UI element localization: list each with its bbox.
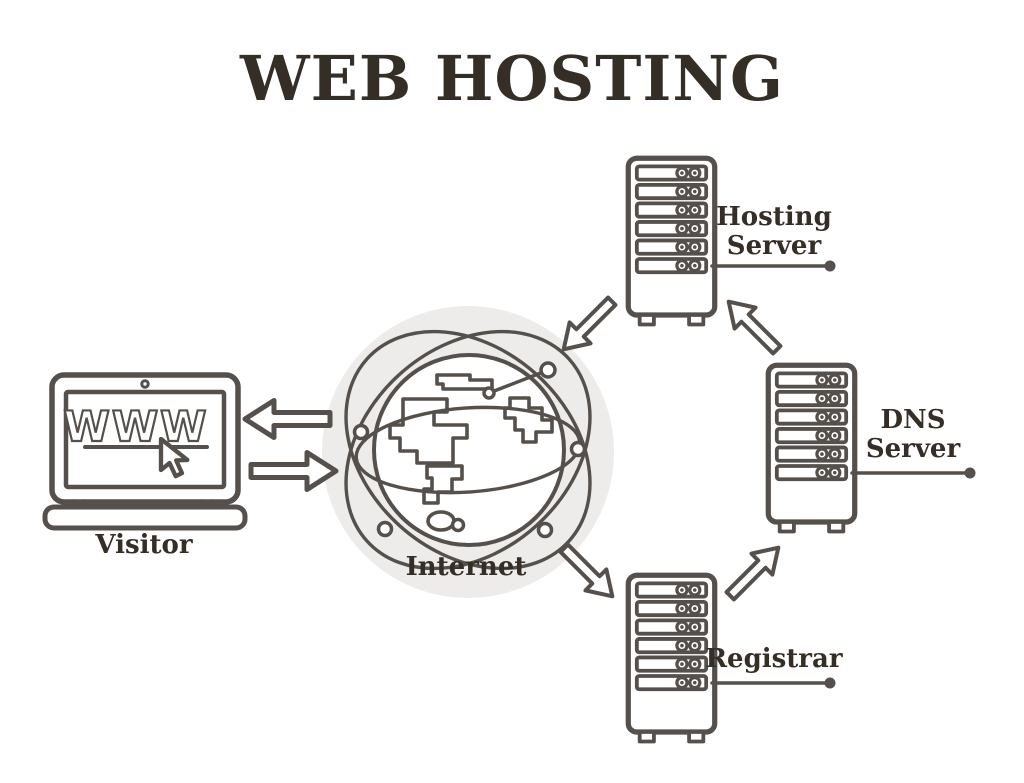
registrar-callout-line [710, 677, 836, 689]
cursor-icon [158, 436, 190, 479]
internet-label: Internet [405, 552, 527, 582]
visitor-label: Visitor [95, 530, 193, 560]
hosting-server-label-line2: Server [726, 231, 822, 261]
webcam-dot-icon [140, 379, 150, 389]
www-screen-text: WWW [64, 402, 209, 451]
registrar-label: Registrar [705, 644, 843, 674]
hosting-server-callout-line [710, 260, 836, 272]
visitor-laptop-icon: WWW [42, 372, 248, 531]
hosting-server-label-line1: Hosting [716, 202, 832, 232]
arrow-internet-to-registrar-icon [554, 538, 623, 607]
dns-server-label-line1: DNS [880, 405, 946, 435]
dns-server-label: DNS Server [866, 406, 960, 464]
page-title: WEB HOSTING [240, 42, 784, 115]
arrow-registrar-to-dns-icon [720, 537, 789, 606]
arrow-internet-to-visitor-icon [245, 401, 330, 438]
dns-server-label-line2: Server [865, 434, 961, 464]
hosting-server-label: Hosting Server [716, 203, 832, 261]
hosting-server-icon [628, 158, 714, 324]
internet-globe-icon [322, 306, 614, 598]
arrow-dns-to-hosting-icon [718, 291, 787, 360]
dns-server-callout-line [850, 467, 976, 479]
arrow-hosting-to-internet-icon [553, 291, 622, 360]
dns-server-icon [768, 365, 854, 531]
registrar-server-icon [628, 575, 714, 741]
